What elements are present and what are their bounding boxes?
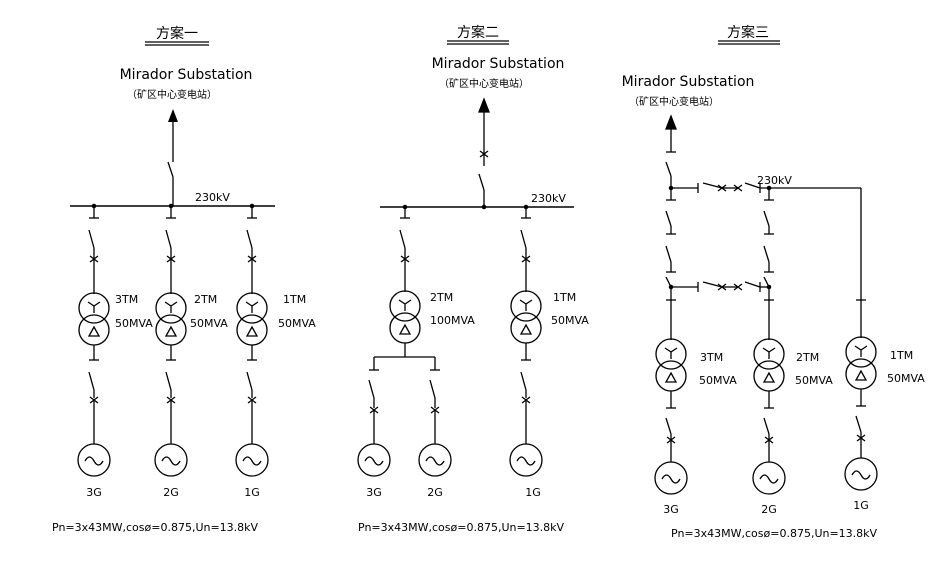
scheme-1-transformer-3-name: 3TM [115, 293, 138, 306]
scheme-2-transformer-1-name: 1TM [553, 291, 576, 304]
scheme-1-generator-1: 1G [244, 486, 260, 499]
scheme-3-transformer-3-rating: 50MVA [699, 374, 737, 387]
scheme-2-generator-2: 2G [427, 486, 443, 499]
scheme-3-substation-name: Mirador Substation [622, 74, 755, 90]
scheme-2: 方案二 Mirador Substation （矿区中心变电站） 230kV [357, 24, 589, 534]
scheme-2-footer: Pn=3x43MW,cosø=0.875,Un=13.8kV [358, 521, 565, 534]
scheme-3-generator-1: 1G [853, 499, 869, 512]
scheme-3-transformer-2-rating: 50MVA [795, 374, 833, 387]
scheme-2-title: 方案二 [457, 24, 499, 41]
scheme-1-substation-name: Mirador Substation [120, 67, 253, 83]
scheme-1-incoming-feeder [167, 109, 178, 206]
scheme-3-transformer-3-name: 3TM [700, 351, 723, 364]
scheme-3-bridge-connection [665, 114, 866, 340]
scheme-1-transformer-1-name: 1TM [283, 293, 306, 306]
scheme-2-incoming-feeder [478, 97, 490, 210]
scheme-3-generator-2: 2G [761, 503, 777, 516]
scheme-1-footer: Pn=3x43MW,cosø=0.875,Un=13.8kV [52, 521, 259, 534]
scheme-3-title: 方案三 [727, 24, 769, 41]
scheme-1-bus-label: 230kV [195, 191, 230, 204]
scheme-1-transformer-1-rating: 50MVA [278, 317, 316, 330]
scheme-3-footer: Pn=3x43MW,cosø=0.875,Un=13.8kV [671, 527, 878, 540]
scheme-1-generator-3: 3G [86, 486, 102, 499]
scheme-2-generator-1: 1G [525, 486, 541, 499]
scheme-1-title: 方案一 [156, 25, 198, 42]
scheme-3-transformer-1-rating: 50MVA [887, 372, 925, 385]
scheme-1-transformer-2-rating: 50MVA [190, 317, 228, 330]
scheme-1-transformer-2-name: 2TM [194, 293, 217, 306]
scheme-1: 方案一 Mirador Substation （矿区中心变电站） 230kV [52, 25, 316, 534]
scheme-1-substation-cn: （矿区中心变电站） [127, 88, 217, 101]
scheme-2-bus-label: 230kV [531, 192, 566, 205]
scheme-3-transformer-2-name: 2TM [796, 351, 819, 364]
scheme-2-transformer-1-rating: 50MVA [551, 314, 589, 327]
scheme-2-substation-name: Mirador Substation [432, 56, 565, 72]
scheme-2-substation-cn: （矿区中心变电站） [439, 77, 529, 90]
scheme-3-generator-3: 3G [663, 503, 679, 516]
scheme-3: 方案三 Mirador Substation （矿区中心变电站） 230kV [622, 24, 926, 540]
scheme-3-bus-label: 230kV [757, 174, 792, 187]
scheme-3-transformer-1-name: 1TM [890, 349, 913, 362]
scheme-1-transformer-3-rating: 50MVA [115, 317, 153, 330]
scheme-2-transformer-2-name: 2TM [430, 291, 453, 304]
scheme-2-generator-3: 3G [366, 486, 382, 499]
scheme-1-generator-2: 2G [163, 486, 179, 499]
scheme-3-substation-cn: （矿区中心变电站） [629, 95, 719, 108]
scheme-2-transformer-2-rating: 100MVA [430, 314, 475, 327]
